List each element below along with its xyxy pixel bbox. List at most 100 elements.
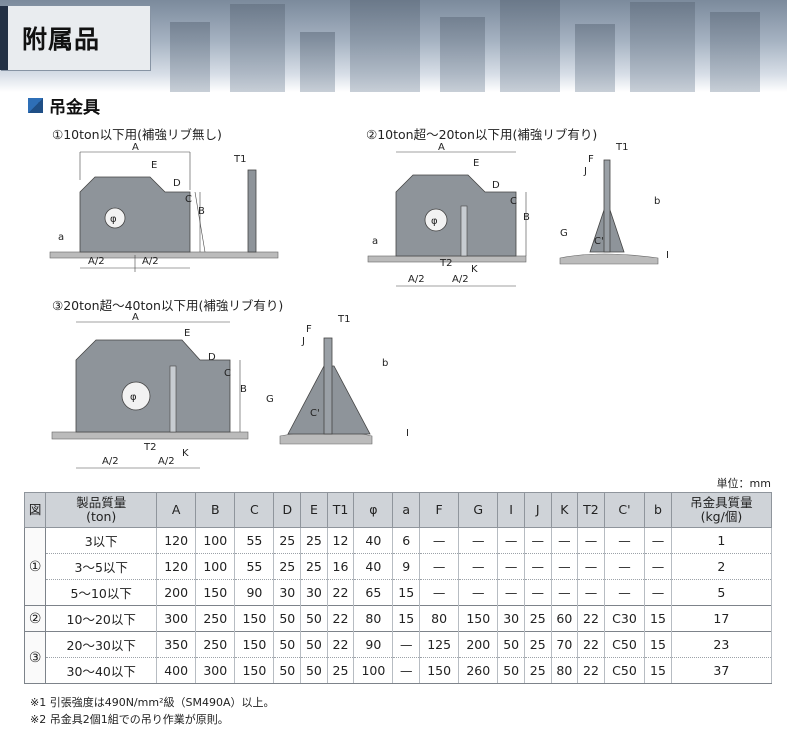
table-cell: —: [419, 579, 460, 606]
table-cell: 20～30以下: [45, 631, 158, 658]
label-C-3: C: [224, 368, 231, 379]
table-header-cell: D: [273, 492, 302, 528]
table-cell: 50: [273, 631, 302, 658]
label-K-3: K: [182, 448, 189, 459]
table-cell: 3～5以下: [45, 553, 158, 580]
table-header-cell: F: [419, 492, 460, 528]
table-header-cell: E: [300, 492, 328, 528]
table-cell: 150: [234, 631, 275, 658]
caption-fig3: ③20ton超～40ton以下用(補強リブ有り): [52, 298, 284, 313]
label-phi-2: φ: [431, 216, 438, 227]
table-cell: 22: [577, 631, 605, 658]
table-cell: 260: [458, 657, 499, 684]
table-cell: —: [419, 527, 460, 554]
table-cell: 125: [419, 631, 460, 658]
table-cell: —: [523, 579, 552, 606]
table-cell: 50: [497, 631, 525, 658]
table-cell: 22: [577, 605, 605, 632]
label-a-2: a: [372, 236, 378, 247]
table-cell: 5: [670, 579, 773, 606]
label-E-3: E: [184, 328, 190, 339]
diagram-fig1: A E D C B φ a A/2 A/2 T1: [49, 142, 279, 272]
table-cell: —: [497, 527, 525, 554]
page-title: 附属品: [0, 6, 150, 70]
label-Cp-3: C': [310, 408, 320, 419]
label-half-a-right-2: A/2: [452, 274, 469, 285]
table-header-cell: I: [497, 492, 525, 528]
table-cell: —: [497, 553, 525, 580]
table-cell: 150: [419, 657, 460, 684]
table-cell: 15: [392, 579, 421, 606]
label-half-a-left-3: A/2: [102, 456, 119, 467]
label-A-2: A: [438, 142, 445, 153]
table-cell: 400: [156, 657, 197, 684]
label-I: I: [666, 250, 669, 261]
table-cell: 50: [497, 657, 525, 684]
label-E-2: E: [473, 158, 479, 169]
footnote-2: ※2 吊金具2個1組での吊り作業が原則。: [30, 713, 229, 726]
label-half-a-right: A/2: [142, 256, 159, 267]
table-cell: 200: [156, 579, 197, 606]
table-header-cell: C': [603, 492, 646, 528]
table-cell: —: [603, 553, 646, 580]
table-cell: —: [458, 579, 499, 606]
table-cell: 25: [523, 605, 552, 632]
table-cell: —: [644, 579, 672, 606]
footnotes: ※1 引張強度は490N/mm²級（SM490A）以上。 ※2 吊金具2個1組で…: [30, 694, 274, 728]
table-header-cell: C: [234, 492, 275, 528]
label-phi: φ: [110, 214, 117, 225]
table-cell: 100: [195, 527, 236, 554]
table-cell: —: [458, 527, 499, 554]
table-cell: 9: [392, 553, 421, 580]
table-cell: 120: [156, 553, 197, 580]
table-cell: 37: [670, 657, 773, 684]
table-cell: —: [550, 553, 579, 580]
table-cell: 50: [300, 605, 328, 632]
label-K: K: [471, 264, 478, 275]
label-E: E: [151, 160, 157, 171]
figure-number-cell: ③: [23, 631, 47, 684]
table-cell: 150: [234, 605, 275, 632]
table-header-cell: b: [644, 492, 672, 528]
table-cell: 55: [234, 527, 275, 554]
label-A: A: [132, 142, 139, 153]
table-cell: —: [577, 553, 605, 580]
caption-fig1: ①10ton以下用(補強リブ無し): [52, 127, 222, 142]
table-cell: 70: [550, 631, 579, 658]
table-cell: 17: [670, 605, 773, 632]
table-cell: 22: [326, 605, 355, 632]
table-cell: 80: [550, 657, 579, 684]
table-cell: 80: [419, 605, 460, 632]
table-header-cell: K: [550, 492, 579, 528]
table-cell: —: [550, 579, 579, 606]
table-cell: 300: [156, 605, 197, 632]
caption-fig2: ②10ton超～20ton以下用(補強リブ有り): [366, 127, 598, 142]
table-cell: C50: [603, 631, 646, 658]
label-D-2: D: [492, 180, 500, 191]
table-cell: 90: [353, 631, 394, 658]
table-cell: 25: [523, 631, 552, 658]
label-A-3: A: [132, 312, 139, 323]
label-J: J: [583, 166, 587, 177]
table-cell: 25: [273, 527, 302, 554]
table-cell: 22: [326, 579, 355, 606]
table-cell: 12: [326, 527, 355, 554]
label-half-a-right-3: A/2: [158, 456, 175, 467]
table-cell: 30: [300, 579, 328, 606]
table-header-cell: a: [392, 492, 421, 528]
diagram-fig3: A E D C B φ T2 K A/2 A/2 F T1 J G C' b I: [51, 312, 409, 469]
label-G: G: [560, 228, 568, 239]
table-header-cell: 図: [23, 492, 47, 528]
table-cell: 23: [670, 631, 773, 658]
table-header-cell: T2: [577, 492, 605, 528]
table-cell: 150: [195, 579, 236, 606]
table-cell: 15: [644, 657, 672, 684]
label-D-3: D: [208, 352, 216, 363]
table-cell: 65: [353, 579, 394, 606]
